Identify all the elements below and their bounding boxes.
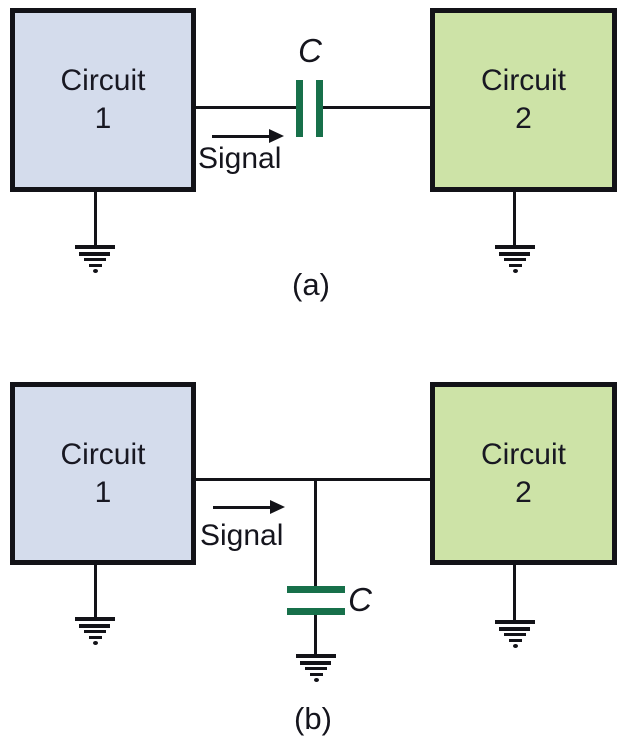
ground-icon-capacitor-b <box>294 654 338 683</box>
ground-bar <box>499 626 530 631</box>
ground-stem-circuit2-a <box>513 192 516 246</box>
capacitor-plate-bottom-b <box>287 608 345 615</box>
panel-label-a: (a) <box>292 267 330 302</box>
circuit-1-box-a: Circuit 1 <box>10 8 196 192</box>
ground-stem-circuit1-a <box>94 192 97 246</box>
ground-icon-circuit1-b <box>73 617 117 646</box>
ground-bar <box>88 263 102 267</box>
panel-label-b: (b) <box>294 701 332 736</box>
ground-dot <box>513 269 518 273</box>
circuit-2-number-a: 2 <box>515 102 532 135</box>
circuit-2-label-b: Circuit <box>480 437 566 471</box>
ground-bar <box>296 654 336 658</box>
ground-bar <box>499 251 530 256</box>
ground-bar <box>84 258 106 261</box>
circuit-2-label-a: Circuit <box>480 64 566 97</box>
ground-bar <box>75 245 115 249</box>
circuit-1-number-b: 1 <box>94 475 112 509</box>
ground-stem-circuit2-b <box>513 565 516 621</box>
ground-dot <box>314 678 319 682</box>
signal-arrow-a <box>212 135 272 138</box>
ground-icon-circuit2-a <box>493 245 537 274</box>
circuit-2-box-a: Circuit 2 <box>430 8 617 192</box>
ground-bar <box>495 245 535 249</box>
ground-stem-circuit1-b <box>94 565 97 618</box>
circuit-1-label-a: Circuit <box>60 64 146 97</box>
wire-circuit1-to-capacitor-a <box>196 106 297 109</box>
signal-label-b: Signal <box>200 519 284 552</box>
ground-bar <box>504 258 526 261</box>
circuit-1-number-a: 1 <box>94 102 112 135</box>
ground-dot <box>93 641 98 645</box>
ground-bar <box>504 633 526 636</box>
ground-bar <box>309 672 323 676</box>
ground-bar <box>79 623 110 628</box>
signal-arrowhead-icon-a <box>269 129 284 143</box>
capacitor-label-a: C <box>298 32 322 69</box>
ground-icon-circuit2-b <box>493 620 537 649</box>
wire-circuit1-to-circuit2-b <box>196 478 430 481</box>
ground-bar <box>508 638 522 642</box>
wire-branch-to-capacitor-b <box>314 479 317 587</box>
circuit-1-label-b: Circuit <box>60 437 146 471</box>
wire-capacitor-to-circuit2-a <box>322 106 430 109</box>
ground-bar <box>508 263 522 267</box>
ground-dot <box>93 269 98 273</box>
ground-dot <box>513 644 518 648</box>
ground-bar <box>75 617 115 621</box>
capacitor-plate-right-a <box>316 80 323 137</box>
ground-icon-circuit1-a <box>73 245 117 274</box>
capacitor-label-b: C <box>348 581 372 618</box>
ground-bar <box>300 660 331 665</box>
ground-bar <box>305 667 327 670</box>
signal-arrow-b <box>213 506 273 509</box>
circuit-1-box-b: Circuit 1 <box>10 382 196 565</box>
capacitor-plate-left-a <box>296 80 303 137</box>
signal-arrowhead-icon-b <box>270 500 285 514</box>
ground-bar <box>495 620 535 624</box>
signal-label-a: Signal <box>198 142 282 175</box>
ground-stem-capacitor-b <box>314 615 317 656</box>
ground-bar <box>79 251 110 256</box>
circuit-2-number-b: 2 <box>515 475 532 509</box>
ground-bar <box>88 635 102 639</box>
ground-bar <box>84 630 106 633</box>
capacitor-plate-top-b <box>287 586 345 593</box>
circuit-2-box-b: Circuit 2 <box>430 382 617 565</box>
